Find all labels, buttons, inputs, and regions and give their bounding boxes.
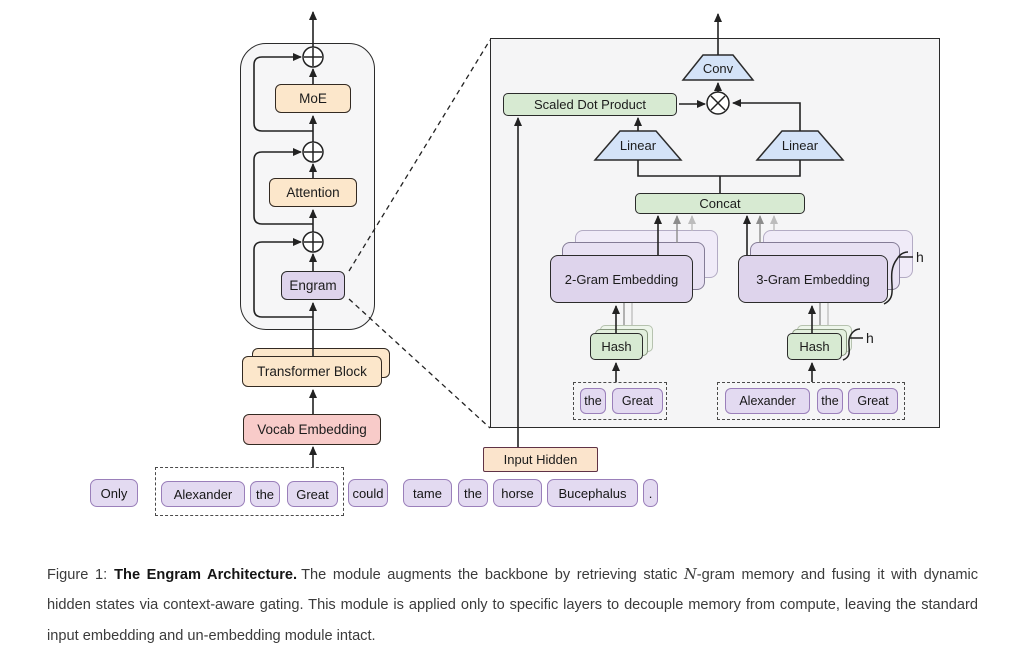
moe-label: MoE (299, 91, 327, 106)
concat-label: Concat (699, 196, 741, 211)
bigram-token-group (573, 382, 667, 420)
token-the: the (250, 481, 280, 507)
attention-block: Attention (269, 178, 357, 207)
figure-caption: Figure 1: The Engram Architecture.The mod… (47, 560, 978, 651)
embedding-depth-h-label: h (916, 249, 924, 265)
three-gram-embedding: 3-Gram Embedding (738, 255, 888, 303)
token-great: Great (287, 481, 338, 507)
trigram-token-alexander: Alexander (725, 388, 810, 414)
input-hidden-label: Input Hidden (503, 452, 578, 467)
token-horse: horse (493, 479, 542, 507)
vocab-embedding-label: Vocab Embedding (257, 422, 367, 437)
token-alexander: Alexander (161, 481, 245, 507)
trigram-token-the: the (817, 388, 843, 414)
moe-block: MoE (275, 84, 351, 113)
transformer-block: Transformer Block (242, 356, 382, 387)
engram-block: Engram (281, 271, 345, 300)
linear-right-label: Linear (781, 137, 819, 153)
token-period: . (643, 479, 658, 507)
token-bucephalus: Bucephalus (547, 479, 638, 507)
two-gram-embedding: 2-Gram Embedding (550, 255, 693, 303)
transformer-block-label: Transformer Block (257, 364, 367, 379)
two-gram-embedding-label: 2-Gram Embedding (564, 271, 679, 287)
hash-left-label: Hash (601, 339, 632, 354)
token-the-2: the (458, 479, 488, 507)
trigram-token-great: Great (848, 388, 898, 414)
linear-left-label: Linear (619, 137, 657, 153)
bigram-token-the: the (580, 388, 606, 414)
scaled-dot-product-label: Scaled Dot Product (533, 97, 646, 112)
ngram-context-highlight (155, 467, 344, 516)
token-tame: tame (403, 479, 452, 507)
attention-label: Attention (286, 185, 340, 200)
trigram-token-group (717, 382, 905, 420)
scaled-dot-product-block: Scaled Dot Product (503, 93, 677, 116)
bigram-token-great: Great (612, 388, 663, 414)
caption-text-pre: The module augments the backbone by retr… (301, 567, 678, 583)
concat-block: Concat (635, 193, 805, 214)
token-only: Only (90, 479, 138, 507)
hash-right: Hash (787, 333, 842, 360)
figure-number: Figure 1: (47, 567, 108, 583)
caption-text-post: -gram memory and fusing it with dynamic … (47, 567, 979, 644)
conv-label: Conv (702, 60, 734, 76)
hash-right-label: Hash (799, 339, 830, 354)
figure-title: The Engram Architecture. (114, 567, 298, 583)
token-could: could (348, 479, 388, 507)
engram-label: Engram (289, 278, 337, 293)
math-n: N (684, 566, 697, 583)
vocab-embedding-block: Vocab Embedding (243, 414, 381, 445)
input-hidden-tag: Input Hidden (483, 447, 598, 472)
hash-depth-h-label: h (866, 330, 874, 346)
hash-left: Hash (590, 333, 643, 360)
three-gram-embedding-label: 3-Gram Embedding (756, 271, 870, 287)
